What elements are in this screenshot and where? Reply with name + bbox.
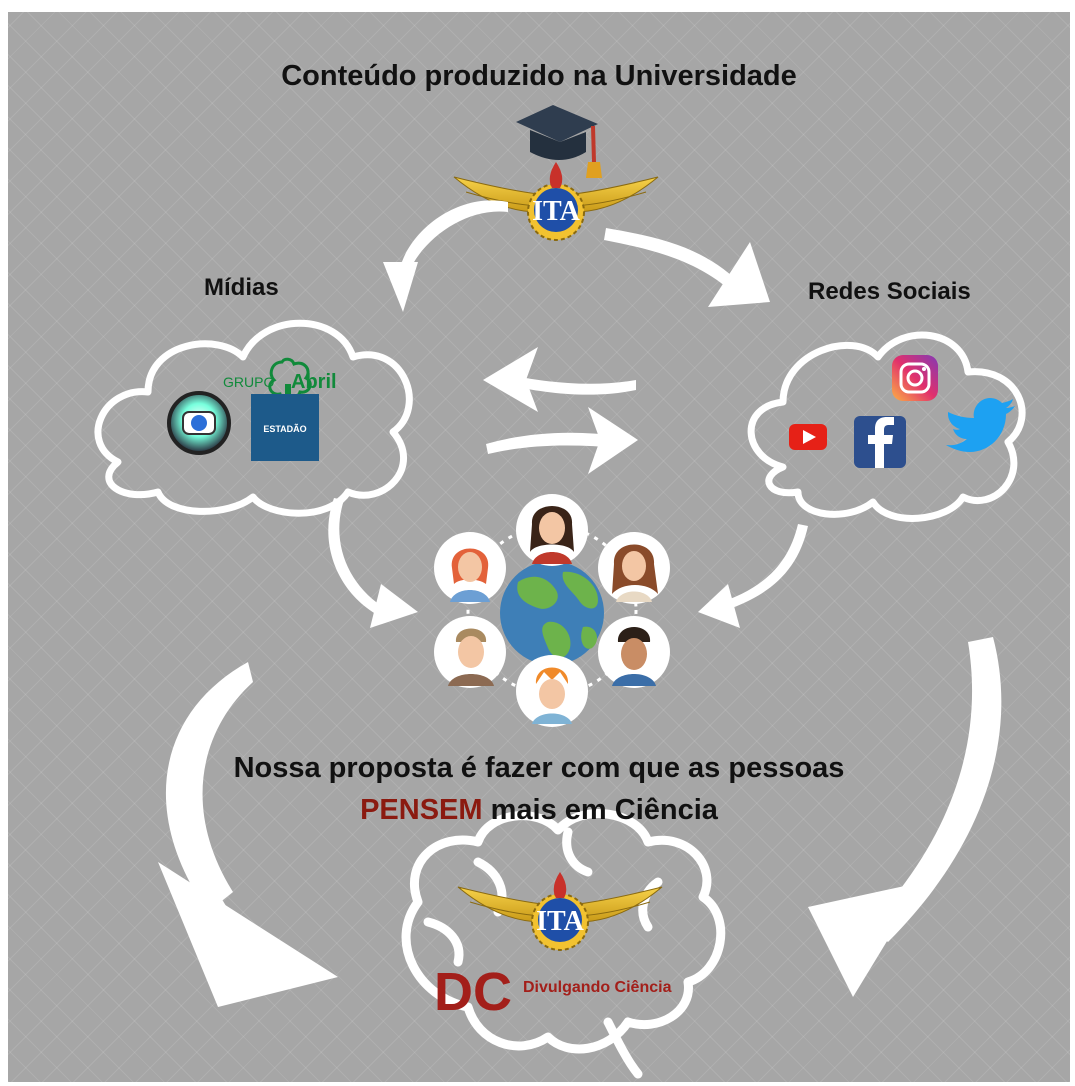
facebook-icon	[854, 416, 906, 468]
svg-text:ITA: ITA	[536, 906, 584, 937]
person-avatar-icon	[434, 616, 506, 688]
globo-logo-icon	[167, 391, 231, 455]
svg-text:ESTADÃO: ESTADÃO	[263, 424, 306, 434]
page-title: Conteúdo produzido na Universidade	[281, 60, 797, 92]
ita-emblem-icon: ITA	[457, 872, 663, 951]
person-avatar-icon	[598, 532, 670, 604]
proposal-line-2: PENSEM mais em Ciência	[8, 794, 1070, 827]
arrow-left-to-brain	[158, 662, 338, 1007]
person-avatar-icon	[598, 616, 670, 688]
svg-text:ITA: ITA	[532, 196, 580, 227]
person-avatar-icon	[516, 494, 588, 566]
ita-emblem-icon: ITA	[453, 162, 659, 241]
proposal-line-1: Nossa proposta é fazer com que as pessoa…	[233, 752, 845, 784]
infographic-canvas: ITA GRUPO Abril E	[8, 12, 1070, 1082]
redes-sociais-label: Redes Sociais	[808, 278, 971, 305]
graduation-cap-icon	[516, 105, 602, 178]
arrow-midias-to-people	[328, 498, 418, 628]
globe-icon	[500, 561, 604, 665]
proposal-line-2-rest: mais em Ciência	[490, 794, 718, 826]
svg-text:GRUPO: GRUPO	[223, 374, 274, 390]
midias-cloud	[94, 319, 413, 517]
arrow-redes-to-people	[698, 524, 808, 628]
estadao-logo-icon: ESTADÃO	[251, 394, 319, 461]
svg-text:DC: DC	[434, 962, 512, 1022]
person-avatar-icon	[516, 655, 588, 727]
people-network	[434, 494, 670, 727]
arrow-right-to-brain	[808, 637, 1002, 997]
youtube-icon	[789, 424, 827, 450]
diagram-graphics: ITA GRUPO Abril E	[94, 105, 1026, 1079]
midias-label: Mídias	[204, 274, 279, 301]
arrow-to-midias	[483, 347, 636, 412]
svg-text:Divulgando Ciência: Divulgando Ciência	[523, 979, 672, 996]
grupo-abril-logo-icon: GRUPO Abril	[223, 357, 337, 400]
person-avatar-icon	[434, 532, 506, 604]
instagram-icon	[892, 355, 938, 401]
redes-sociais-cloud	[747, 331, 1026, 522]
twitter-icon	[946, 398, 1015, 452]
svg-text:Abril: Abril	[291, 371, 337, 393]
arrow-to-redes	[486, 407, 638, 474]
arrow-top-to-redes	[604, 228, 770, 307]
pensem-highlight: PENSEM	[360, 794, 483, 826]
arrow-top-to-midias	[383, 200, 508, 312]
dc-logo-icon: DC Divulgando Ciência	[434, 962, 672, 1022]
